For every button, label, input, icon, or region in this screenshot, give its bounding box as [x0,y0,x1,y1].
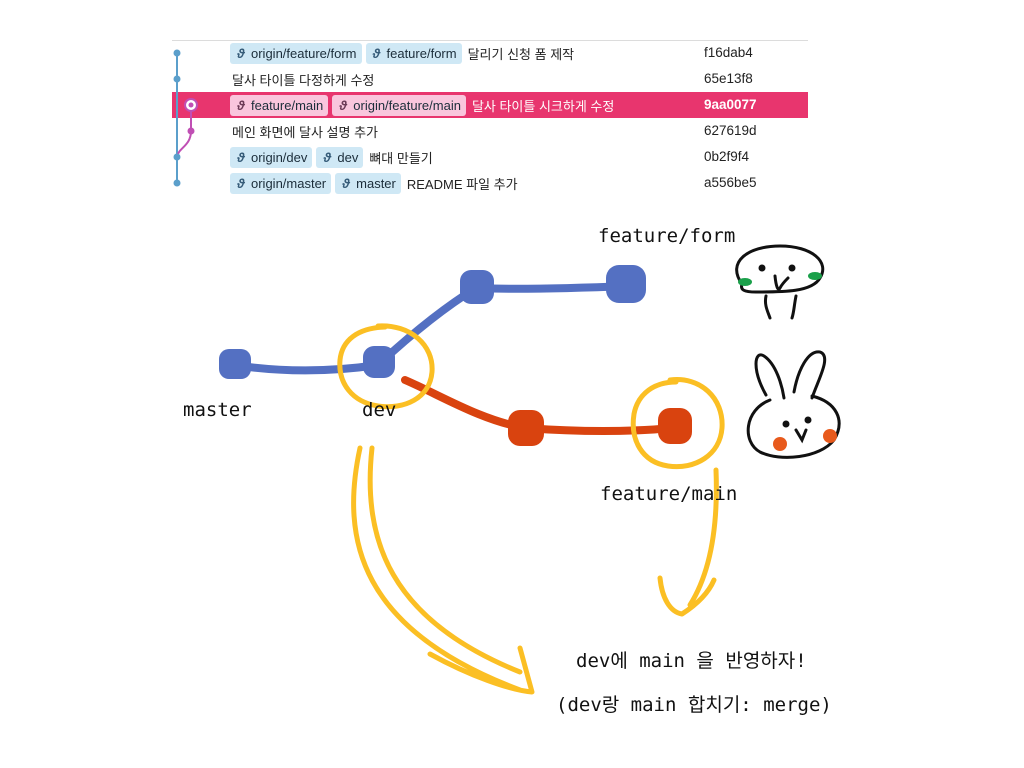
branch-ref-badge[interactable]: ϑ origin/master [230,172,332,194]
branch-ref-badge[interactable]: ϑ origin/feature/form [230,42,362,64]
commit-dot [173,153,181,161]
branch-ref-badge[interactable]: ϑ origin/dev [230,146,313,168]
branch-ref-badge[interactable]: ϑ feature/main [230,94,329,116]
blue-node [460,270,494,304]
commit-dot [187,127,195,135]
commit-hash: 0b2f9f4 [704,149,750,164]
branch-ref-label: feature/form [386,45,457,61]
branch-icon: ϑ [237,149,245,165]
branch-ref-label: feature/main [251,97,324,113]
branch-icon: ϑ [342,175,350,191]
master-node [219,349,251,379]
commit-dot [173,179,181,187]
branch-icon: ϑ [237,45,245,61]
commit-row[interactable]: 달사 타이틀 다정하게 수정 65e13f8 [172,66,808,92]
big-arrow [351,445,535,695]
branch-ref-label: origin/dev [251,149,308,165]
commit-message: README 파일 추가 [406,176,518,192]
commit-message: 메인 화면에 달사 설명 추가 [232,124,379,140]
branch-ref-label: origin/master [251,175,327,191]
commit-hash: a556be5 [704,175,757,190]
branch-icon: ϑ [237,175,245,191]
commit-row[interactable]: ϑ origin/feature/form ϑ feature/form 달리기 신청 … [172,40,808,66]
commit-graph [173,49,198,187]
branch-ref-label: master [356,175,396,191]
master-label: master [183,399,252,421]
commit-message: 달사 타이틀 다정하게 수정 [232,72,375,88]
commit-hash: 627619d [704,123,757,138]
commit-row[interactable]: 메인 화면에 달사 설명 추가 627619d [172,118,808,144]
feature-form-node [606,265,646,303]
cat-doodle-icon [735,244,825,320]
commit-row-selected[interactable]: ϑ feature/main ϑ origin/feature/main 달사 타이틀 … [172,92,808,118]
branch-icon: ϑ [323,149,332,165]
rabbit-doodle-icon [746,350,841,459]
divider [172,40,808,41]
feature-form-label: feature/form [598,225,735,247]
branch-icon: ϑ [339,97,348,113]
commit-dot [173,49,181,57]
merge-arrows [351,445,719,695]
branch-ref-badge[interactable]: ϑ feature/form [365,42,462,64]
commit-message: 뼈대 만들기 [369,150,433,166]
commit-hash: 65e13f8 [704,71,753,86]
branch-icon: ϑ [237,97,245,113]
commit-dot [173,75,181,83]
commit-content: ϑ origin/feature/form ϑ feature/form 달리기 신청 … [230,40,574,66]
commit-content: 메인 화면에 달사 설명 추가 [230,118,378,144]
dev-highlight-circle [337,323,435,410]
dev-node [363,346,395,378]
red-node [508,410,544,446]
branch-ref-label: origin/feature/form [251,45,357,61]
branch-icon: ϑ [372,45,381,61]
branch-ref-label: origin/feature/main [353,97,461,113]
feature-main-highlight-circle [630,377,725,470]
feature-main-node [658,408,692,444]
feature-main-label: feature/main [600,483,737,505]
commit-hash: f16dab4 [704,45,753,60]
dev-label: dev [362,399,396,421]
commit-hash: 9aa0077 [704,97,757,112]
commit-content: ϑ feature/main ϑ origin/feature/main 달사 타이틀 … [230,92,614,118]
commit-message: 달사 타이틀 시크하게 수정 [471,98,615,114]
git-log-panel: ϑ origin/feature/form ϑ feature/form 달리기 신청 … [172,40,808,196]
branch-ref-badge[interactable]: ϑ origin/feature/main [332,94,466,116]
small-arrow [657,467,719,617]
branch-ref-label: dev [337,149,359,165]
note-line-1: dev에 main 을 반영하자! [576,650,807,672]
commit-content: 달사 타이틀 다정하게 수정 [230,66,374,92]
note-line-2: (dev랑 main 합치기: merge) [556,694,832,716]
commit-message: 달리기 신청 폼 제작 [467,46,575,62]
